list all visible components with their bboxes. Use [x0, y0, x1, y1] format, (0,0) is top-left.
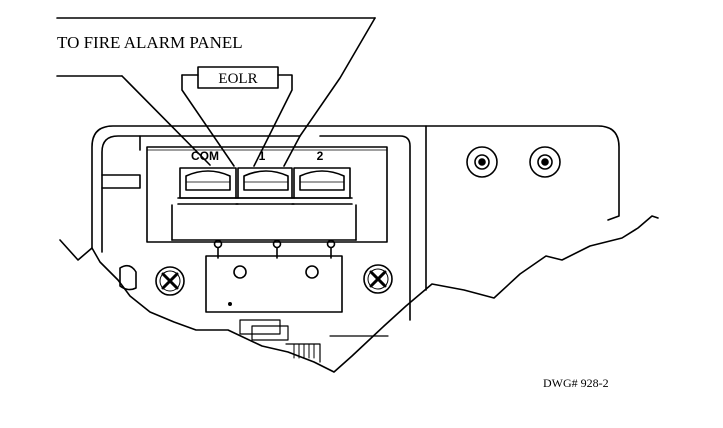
- fire-alarm-panel-label: TO FIRE ALARM PANEL: [57, 33, 243, 52]
- terminal-com: [177, 167, 239, 205]
- terminal-1: [235, 167, 295, 205]
- device-housing: [91, 125, 620, 321]
- right-mounting-screw-icon: [363, 264, 393, 294]
- terminal-label-1: 1: [259, 149, 266, 163]
- terminal-label-2: 2: [317, 149, 324, 163]
- terminal-block: [146, 146, 388, 243]
- drawing-number: DWG# 928-2: [543, 376, 609, 390]
- cutaway-edge: [59, 215, 659, 373]
- terminal-2: [291, 167, 353, 205]
- circuit-board: [205, 255, 343, 313]
- grommet-left-icon: [466, 146, 498, 178]
- left-side-features: [101, 174, 141, 291]
- eolr-callout: EOLR: [181, 66, 293, 167]
- lower-internal-parts: [239, 319, 389, 363]
- grommet-right-icon: [529, 146, 561, 178]
- left-mounting-screw-icon: [155, 266, 185, 296]
- eolr-label: EOLR: [218, 71, 257, 87]
- terminal-label-com: COM: [191, 149, 219, 163]
